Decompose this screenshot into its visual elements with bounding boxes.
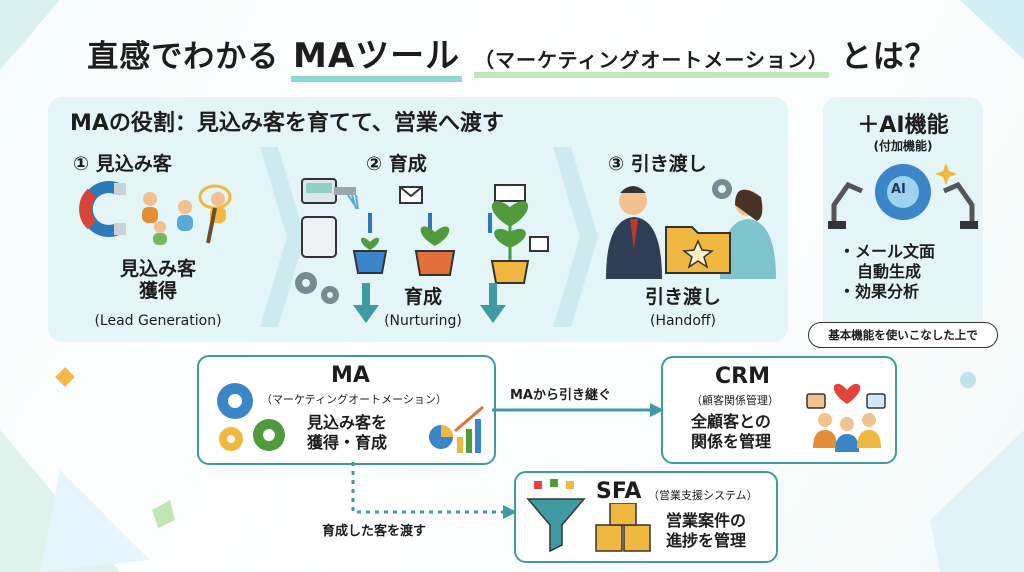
net-icon [198, 184, 232, 244]
chevron-right-icon [260, 147, 305, 327]
sfa-box-title: SFA [596, 479, 642, 504]
title-prefix: 直感でわかる [87, 39, 280, 75]
ma-to-crm-label: MAから引き継ぐ [510, 388, 611, 403]
ai-title: ＋AI機能 [857, 113, 949, 138]
ma-role-panel: MAの役割：見込み客を育てて、営業へ渡す ① 見込み客 見込み客 獲得 (Lea… [48, 97, 788, 342]
ma-box: MA （マーケティングオートメーション） 見込み客を 獲得・育成 [197, 355, 496, 465]
ai-subtitle: (付加機能) [873, 139, 933, 153]
ai-list-item: ・メール文面 [839, 242, 936, 261]
ai-brain-robot-icon [828, 163, 978, 229]
stage1-english: (Lead Generation) [94, 313, 222, 329]
funnel-icon [526, 479, 586, 553]
arrow-down-icon [353, 283, 379, 323]
sfa-box: SFA （営業支援システム） 営業案件の 進捗を管理 [514, 471, 778, 563]
chevron-right-icon [553, 147, 598, 327]
ai-feature-list: ・メール文面 自動生成 ・効果分析 [839, 242, 935, 302]
crm-box-title: CRM [715, 364, 770, 389]
title-paren: （マーケティングオートメーション） [473, 48, 829, 78]
stage2-english: (Nurturing) [384, 313, 462, 329]
ma-box-subtitle: （マーケティングオートメーション） [261, 393, 447, 406]
ai-icon-text: AI [891, 182, 906, 197]
crm-box: CRM （顧客関係管理） 全顧客との 関係を管理 [661, 356, 897, 464]
stage1-name: 見込み客 獲得 [119, 258, 196, 302]
sfa-box-body: 営業案件の 進捗を管理 [666, 511, 747, 550]
ai-list-item: ・効果分析 [839, 282, 920, 301]
stage2-name: 育成 [403, 286, 442, 308]
arrow-ma-to-crm [492, 403, 664, 417]
ai-feature-panel: ＋AI機能 (付加機能) AI ・メール文面 自動生成 ・効果分析 [823, 97, 983, 342]
page-title: 直感でわかる MAツール （マーケティングオートメーション） とは？ [0, 28, 1024, 82]
ma-box-title: MA [331, 363, 370, 388]
ma-box-body: 見込み客を 獲得・育成 [307, 413, 388, 452]
panel-heading: MAの役割：見込み客を育てて、営業へ渡す [70, 111, 504, 136]
title-suffix: とは？ [840, 39, 937, 75]
stage1-title: ① 見込み客 [73, 153, 172, 175]
stage2-title: ② 育成 [366, 153, 427, 175]
watering-machine-icon [301, 178, 359, 258]
stage3-english: (Handoff) [649, 313, 716, 329]
crm-box-subtitle: （顧客関係管理） [691, 394, 779, 407]
growth-chart-icon [429, 405, 484, 453]
magnet-icon [79, 181, 126, 237]
handoff-icon [606, 186, 776, 279]
ma-to-sfa-label: 育成した客を渡す [322, 524, 427, 539]
customer-relations-icon [806, 383, 886, 452]
ai-list-item: 自動生成 [857, 262, 922, 281]
plants-icon [352, 184, 549, 284]
boxes-icon [595, 503, 651, 552]
stage3-title: ③ 引き渡し [608, 153, 707, 175]
arrow-ma-to-sfa [351, 462, 517, 519]
gear-icon [712, 179, 732, 199]
ai-note-badge: 基本機能を使いこなした上で [808, 322, 998, 348]
stage3-name: 引き渡し [644, 286, 721, 308]
title-ma: MAツール [291, 36, 463, 82]
people-icon [142, 192, 226, 245]
arrow-down-icon [480, 283, 506, 323]
gear-icon [295, 272, 339, 304]
crm-box-body: 全顧客との 関係を管理 [691, 412, 772, 451]
sfa-box-subtitle: （営業支援システム） [648, 489, 758, 502]
gears-icon [217, 383, 285, 451]
